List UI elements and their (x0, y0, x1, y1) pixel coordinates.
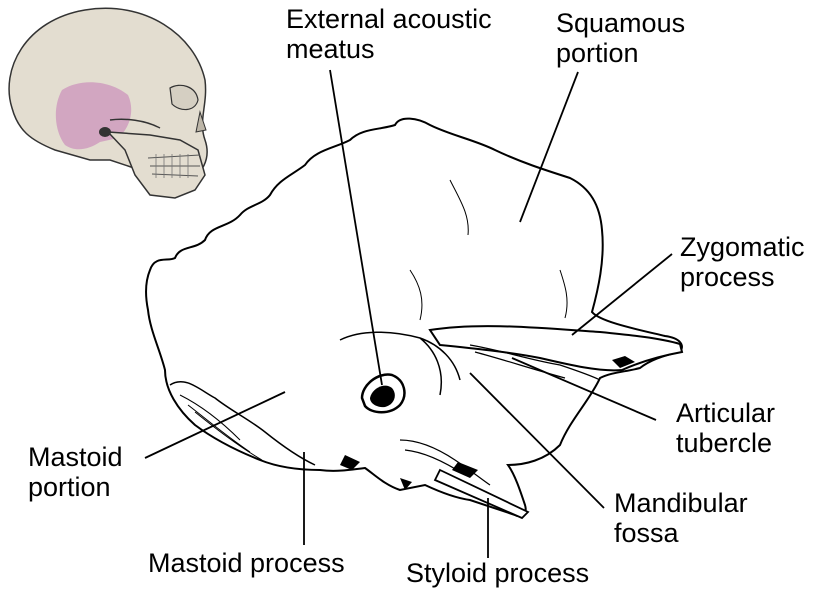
skull-icon (8, 7, 208, 199)
zygomatic-dark-tip (612, 356, 635, 368)
label-external-acoustic-meatus-line1: External acoustic (286, 4, 492, 34)
label-squamous-portion-line2: portion (556, 38, 639, 68)
skull-mandible (106, 131, 206, 199)
label-articular-tubercle-line1: Articular (676, 398, 776, 428)
label-zygomatic-process-line1: Zygomatic (680, 232, 805, 262)
styloid-spike (433, 468, 530, 520)
label-squamous-portion-line1: Squamous (556, 8, 686, 38)
label-mandibular-fossa-line1: Mandibular (614, 488, 748, 518)
skull-zygomatic-arch (109, 118, 161, 129)
fossa-edge (339, 331, 461, 396)
label-articular-tubercle: Articular tubercle (676, 398, 775, 458)
label-external-acoustic-meatus: External acoustic meatus (286, 4, 492, 64)
label-mandibular-fossa: Mandibular fossa (614, 488, 748, 548)
leader-zygomatic-process (571, 253, 673, 336)
label-mandibular-fossa-line2: fossa (614, 518, 679, 548)
squamous-bone-outline (144, 117, 683, 518)
leader-articular-tubercle (511, 357, 657, 421)
dark-notch-2 (400, 478, 412, 490)
leader-mandibular-fossa (469, 372, 605, 509)
temporal-bone (144, 117, 684, 520)
label-articular-tubercle-line2: tubercle (676, 428, 773, 458)
skull-teeth (147, 154, 201, 177)
skull-ear-opening (99, 127, 111, 137)
label-zygomatic-process: Zygomatic process (680, 232, 805, 292)
dark-notch-1 (340, 455, 360, 470)
skull-eye-orbit (169, 84, 199, 111)
label-external-acoustic-meatus-line2: meatus (286, 34, 375, 64)
label-zygomatic-process-line2: process (680, 262, 775, 292)
label-mastoid-portion-line2: portion (28, 472, 111, 502)
squamous-texture (409, 179, 568, 321)
leader-squamous-portion (519, 71, 579, 223)
mastoid-texture (179, 394, 263, 461)
mastoid-ridge (169, 380, 316, 466)
leader-external-acoustic-meatus (329, 69, 383, 386)
skull-nasal (195, 110, 207, 133)
skull-teeth-marks (155, 154, 189, 178)
tubercle-edge (469, 344, 601, 381)
dark-notch-3 (452, 462, 478, 478)
label-styloid-process: Styloid process (406, 558, 590, 588)
meatus-inner (370, 385, 395, 408)
leader-mastoid-portion (144, 391, 286, 459)
label-mastoid-process: Mastoid process (148, 548, 345, 578)
label-squamous-portion: Squamous portion (556, 8, 685, 68)
leader-lines (144, 69, 673, 558)
label-mastoid-portion-line1: Mastoid (28, 442, 123, 472)
label-mastoid-portion: Mastoid portion (28, 442, 123, 502)
